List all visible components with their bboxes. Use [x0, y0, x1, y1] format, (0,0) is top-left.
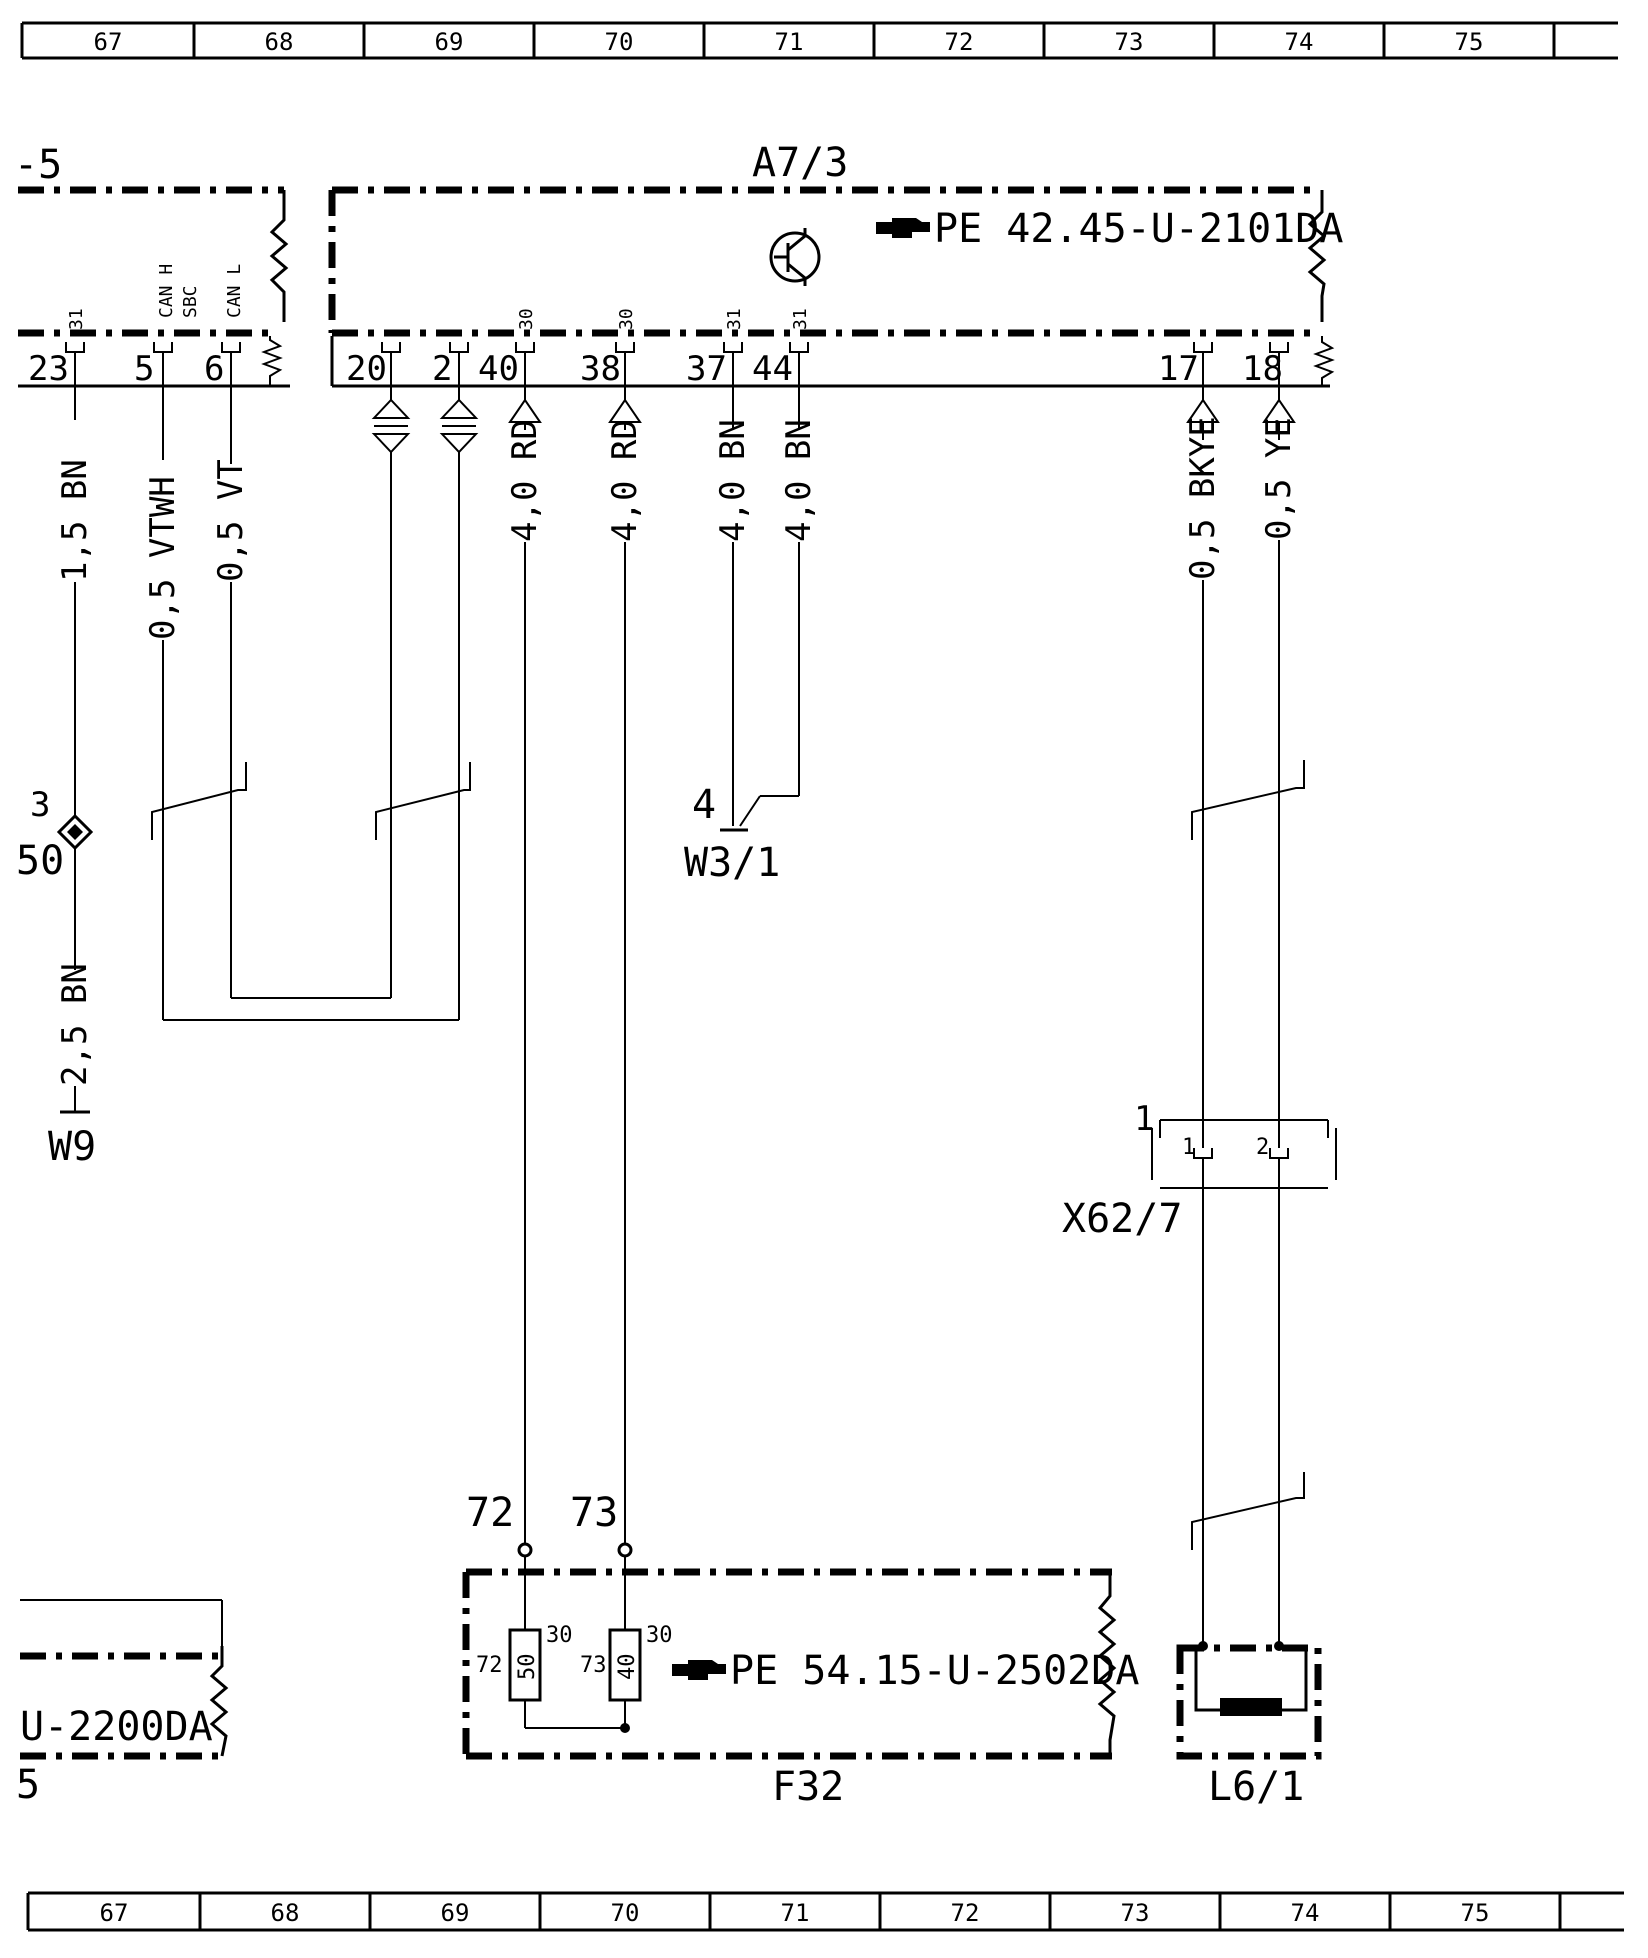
- wire-0-5-ye: 0,5 YE: [1259, 417, 1299, 540]
- pin-31-left: 31: [66, 308, 87, 330]
- grid-col-75-bottom: 75: [1461, 1899, 1490, 1927]
- ground-w9: W9: [48, 1124, 96, 1170]
- pointing-hand-icon: [876, 218, 930, 238]
- fuse-2-out: 30: [646, 1623, 673, 1648]
- pin-20: 20: [346, 349, 387, 389]
- connector-x62-7-pin-count: 1: [1134, 1099, 1154, 1139]
- pin-6: 6: [204, 349, 224, 389]
- transistor-icon: [769, 228, 821, 286]
- grid-col-69: 69: [435, 28, 464, 56]
- pin-23: 23: [28, 349, 69, 389]
- grid-col-68: 68: [265, 28, 294, 56]
- pin-40: 40: [478, 349, 519, 389]
- left-module-pins: 31 23 5 6: [28, 308, 241, 389]
- bottom-grid-ruler: 67 68 69 70 71 72 73 74 75: [26, 1891, 1624, 1932]
- wire-0-5-vtwh: 0,5 VTWH: [143, 476, 183, 640]
- can-l-label: CAN L: [224, 264, 245, 318]
- left-module: -5 CAN H SBC CAN L: [14, 142, 290, 388]
- wire-4-0-bn-a: 4,0 BN: [713, 419, 753, 542]
- fuse-box-f32: 72 73 50 72 30 40 73 30 PE 54.15-U-2502D…: [462, 1490, 1139, 1810]
- grid-col-67: 67: [94, 28, 123, 56]
- pin-37: 37: [686, 349, 727, 389]
- wire-2-5-bn: 2,5 BN: [55, 963, 95, 1086]
- double-arrow-icon: [371, 366, 479, 454]
- grid-col-71: 71: [775, 28, 804, 56]
- fuse-1-value: 50: [515, 1654, 540, 1681]
- wires-right: 0,5 BKYE 0,5 YE: [1183, 366, 1305, 1550]
- module-a7-3-label: A7/3: [752, 140, 848, 186]
- fuse-2-in: 73: [580, 1653, 607, 1678]
- grid-col-72-bottom: 72: [951, 1899, 980, 1927]
- grid-col-70: 70: [605, 28, 634, 56]
- grid-col-73: 73: [1115, 28, 1144, 56]
- pin-5: 5: [134, 349, 154, 389]
- module-a7-3: A7/3 PE 42.45-U-2101DA: [328, 140, 1343, 388]
- fuse-1-in: 72: [476, 1653, 503, 1678]
- pin-17: 17: [1158, 349, 1199, 389]
- pin-30-a: 30: [516, 308, 537, 330]
- wire-0-5-vt: 0,5 VT: [211, 459, 251, 582]
- splice-id: 50: [16, 838, 64, 884]
- sbc-label: SBC: [180, 285, 201, 318]
- coil-l6-1: L6/1: [1176, 1641, 1322, 1810]
- grid-col-72: 72: [945, 28, 974, 56]
- grid-col-74-bottom: 74: [1291, 1899, 1320, 1927]
- grid-col-71-bottom: 71: [781, 1899, 810, 1927]
- ground-w3-1: W3/1: [684, 840, 780, 886]
- grid-col-68-bottom: 68: [271, 1899, 300, 1927]
- grid-col-75: 75: [1455, 28, 1484, 56]
- coil-l6-1-label: L6/1: [1208, 1764, 1304, 1810]
- ground-w3-1-num: 4: [692, 782, 716, 828]
- connector-x62-7-label: X62/7: [1062, 1196, 1182, 1242]
- fuse-1-out: 30: [546, 1623, 573, 1648]
- bottom-left-module-label: 5: [16, 1762, 40, 1808]
- pin-44: 44: [752, 349, 793, 389]
- connector-x62-7: 1 1 2 X62/7: [1062, 1099, 1337, 1642]
- wire-4-0-rd-b: 4,0 RD: [605, 419, 645, 542]
- module-a7-3-ref: PE 42.45-U-2101DA: [934, 206, 1343, 252]
- junction-72-label: 72: [466, 1490, 514, 1536]
- pin-31-b: 31: [790, 308, 811, 330]
- bottom-left-module: U-2200DA 5: [16, 1599, 229, 1808]
- grid-col-69-bottom: 69: [441, 1899, 470, 1927]
- grid-col-70-bottom: 70: [611, 1899, 640, 1927]
- can-h-label: CAN H: [156, 264, 177, 318]
- connector-pin-2: 2: [1256, 1135, 1269, 1160]
- pin-31-a: 31: [724, 308, 745, 330]
- module-f32-ref: PE 54.15-U-2502DA: [730, 1648, 1139, 1694]
- left-module-label: -5: [14, 142, 62, 188]
- wire-0-5-bkye: 0,5 BKYE: [1183, 416, 1223, 580]
- junction-73-label: 73: [570, 1490, 618, 1536]
- grid-col-67-bottom: 67: [100, 1899, 129, 1927]
- wire-4-0-rd-a: 4,0 RD: [505, 419, 545, 542]
- wires-center: 4,0 RD 4,0 RD 4,0 BN 4,0 BN 4 W3/1: [505, 366, 819, 1544]
- splice-number: 3: [30, 785, 50, 825]
- module-f32-label: F32: [772, 1764, 844, 1810]
- pin-18: 18: [1242, 349, 1283, 389]
- grid-col-74: 74: [1285, 28, 1314, 56]
- a7-3-pins: 20 2 30 40 30 38 31 37 31 44 17 18: [346, 308, 1289, 389]
- fuse-2-value: 40: [615, 1654, 640, 1681]
- connector-pin-1: 1: [1182, 1135, 1195, 1160]
- bottom-left-module-ref: U-2200DA: [20, 1704, 213, 1750]
- pin-2: 2: [432, 349, 452, 389]
- wire-1-5-bn: 1,5 BN: [55, 459, 95, 582]
- grid-col-73-bottom: 73: [1121, 1899, 1150, 1927]
- pointing-hand-icon: [672, 1660, 726, 1680]
- wire-4-0-bn-b: 4,0 BN: [779, 419, 819, 542]
- top-grid-ruler: 67 68 69 70 71 72 73 74 75: [20, 21, 1618, 60]
- pin-30-b: 30: [616, 308, 637, 330]
- wires-left: 1,5 BN 3 50 2,5 BN W9 0,5 VTWH 0,5 VT: [16, 366, 479, 1170]
- pin-38: 38: [580, 349, 621, 389]
